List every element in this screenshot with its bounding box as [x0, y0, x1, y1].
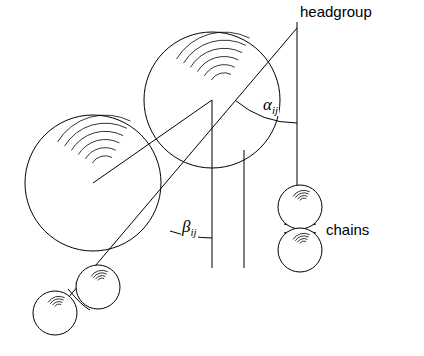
- chain-circle: [76, 265, 120, 309]
- shading-arc: [298, 196, 308, 200]
- angle-label: αij: [262, 96, 279, 116]
- vertical-line: [244, 150, 245, 268]
- shading-arc: [184, 40, 246, 63]
- shading-arc: [48, 296, 65, 302]
- shading-arc: [211, 73, 231, 80]
- vertical-line: [212, 100, 213, 268]
- shading-arc: [78, 139, 119, 154]
- shading-arc: [93, 273, 106, 278]
- angle-label: βij: [181, 218, 198, 238]
- chain-circle: [278, 185, 322, 229]
- shading-arc: [92, 156, 112, 163]
- headgroup-circle: [144, 32, 280, 168]
- part-label: headgroup: [300, 4, 372, 19]
- shading-arc: [197, 56, 238, 71]
- shading-arc: [50, 299, 63, 304]
- shading-arc: [300, 198, 306, 200]
- axis-line: [62, 28, 297, 305]
- shading-arc: [295, 193, 308, 198]
- shading-arc: [55, 304, 61, 306]
- shading-arc: [293, 233, 310, 239]
- shading-arc: [85, 148, 115, 159]
- shading-arc: [71, 131, 123, 150]
- vertical-line: [297, 22, 298, 186]
- shading-arc: [293, 190, 310, 196]
- shading-arc: [53, 302, 63, 306]
- chain-circle: [278, 228, 322, 272]
- shading-arc: [65, 123, 127, 146]
- shading-arc: [298, 239, 308, 243]
- chain-circle: [33, 291, 77, 335]
- headgroup-circle: [25, 115, 161, 251]
- shading-arc: [177, 32, 250, 59]
- center-line: [93, 100, 212, 183]
- shading-arc: [204, 65, 234, 76]
- shading-arc: [91, 270, 108, 276]
- shading-arc: [295, 236, 308, 241]
- shading-arc: [190, 48, 242, 67]
- shading-arc: [96, 276, 106, 280]
- shading-arc: [300, 241, 306, 243]
- shading-arc: [58, 115, 131, 142]
- part-label: chains: [326, 222, 369, 237]
- shading-arc: [98, 278, 104, 280]
